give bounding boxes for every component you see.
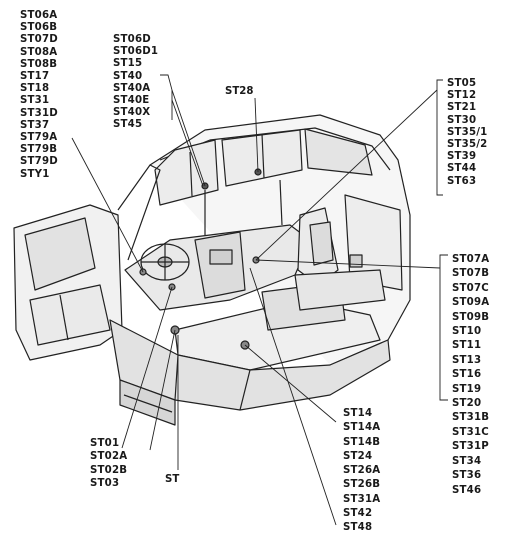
label-group-bottom-center: ST14 ST14A ST14B ST24 ST26A ST26B ST31A … bbox=[343, 407, 380, 536]
part-label: ST13 bbox=[452, 354, 482, 366]
part-label: ST31 bbox=[20, 95, 50, 107]
part-label: ST31C bbox=[452, 426, 489, 438]
part-label: ST06A bbox=[20, 10, 58, 21]
part-label: ST63 bbox=[447, 175, 477, 187]
part-label: ST07D bbox=[20, 34, 58, 46]
part-label: ST06D1 bbox=[113, 46, 159, 58]
part-label: ST19 bbox=[452, 383, 482, 395]
part-label: ST79A bbox=[20, 132, 58, 144]
part-label: ST35/2 bbox=[447, 139, 488, 151]
part-label: ST01 bbox=[90, 438, 120, 449]
part-label: ST18 bbox=[20, 83, 50, 95]
part-label: ST12 bbox=[447, 90, 477, 102]
part-label: ST09B bbox=[452, 311, 490, 323]
part-label: ST24 bbox=[343, 450, 373, 462]
part-label: ST08A bbox=[20, 46, 58, 58]
part-label: ST31P bbox=[452, 441, 489, 453]
part-label: ST14 bbox=[343, 408, 373, 419]
part-label: ST31B bbox=[452, 412, 490, 424]
part-label: ST07B bbox=[452, 268, 490, 280]
part-label: ST08B bbox=[20, 58, 58, 70]
part-label: ST40 bbox=[113, 70, 143, 82]
part-label: ST45 bbox=[113, 119, 143, 131]
part-label: ST17 bbox=[20, 71, 50, 83]
part-label: ST79B bbox=[20, 144, 58, 156]
part-label: ST14A bbox=[343, 422, 381, 434]
part-label: ST40X bbox=[113, 107, 151, 119]
part-label: ST06D bbox=[113, 34, 151, 45]
part-label: ST07C bbox=[452, 282, 489, 294]
part-label: ST07A bbox=[452, 254, 490, 265]
part-label: ST06B bbox=[20, 22, 58, 34]
part-label: ST20 bbox=[452, 398, 482, 410]
part-label: ST31D bbox=[20, 107, 58, 119]
part-label: ST31A bbox=[343, 493, 381, 505]
part-label: ST26B bbox=[343, 479, 381, 491]
label-roof: ST28 bbox=[225, 86, 254, 97]
label-group-center-top: ST06D ST06D1 ST15 ST40 ST40A ST40E ST40X… bbox=[113, 34, 158, 132]
part-label: ST40A bbox=[113, 82, 151, 94]
part-label: ST36 bbox=[452, 470, 482, 482]
part-label: ST46 bbox=[452, 484, 482, 496]
part-label: ST11 bbox=[452, 340, 482, 352]
part-label: ST48 bbox=[343, 522, 373, 534]
part-label: ST79D bbox=[20, 156, 58, 168]
part-label: ST16 bbox=[452, 369, 482, 381]
label-floor: ST bbox=[165, 474, 180, 485]
part-label: ST35/1 bbox=[447, 126, 488, 138]
part-label: ST26A bbox=[343, 465, 381, 477]
part-label: ST14B bbox=[343, 436, 381, 448]
part-label: ST34 bbox=[452, 455, 482, 467]
part-label: ST02A bbox=[90, 451, 128, 463]
part-label: ST09A bbox=[452, 297, 490, 309]
label-group-bottom-left: ST01 ST02A ST02B ST03 bbox=[90, 437, 127, 490]
part-label: ST39 bbox=[447, 151, 477, 163]
part-label: ST03 bbox=[90, 477, 120, 489]
part-label: ST42 bbox=[343, 508, 373, 520]
part-label: STY1 bbox=[20, 168, 50, 180]
part-label: ST10 bbox=[452, 326, 482, 338]
part-label: ST05 bbox=[447, 78, 477, 89]
part-label: ST15 bbox=[113, 58, 143, 70]
label-group-left-top: ST06A ST06B ST07D ST08A ST08B ST17 ST18 … bbox=[20, 10, 58, 181]
part-label: ST44 bbox=[447, 163, 477, 175]
part-label: ST37 bbox=[20, 119, 50, 131]
part-label: ST21 bbox=[447, 102, 477, 114]
label-group-right-mid: ST07A ST07B ST07C ST09A ST09B ST10 ST11 … bbox=[452, 253, 489, 498]
part-label: ST02B bbox=[90, 464, 128, 476]
label-group-right-top: ST05 ST12 ST21 ST30 ST35/1 ST35/2 ST39 S… bbox=[447, 78, 487, 188]
leader-lines bbox=[71, 74, 448, 526]
part-label: ST30 bbox=[447, 114, 477, 126]
part-label: ST40E bbox=[113, 95, 150, 107]
